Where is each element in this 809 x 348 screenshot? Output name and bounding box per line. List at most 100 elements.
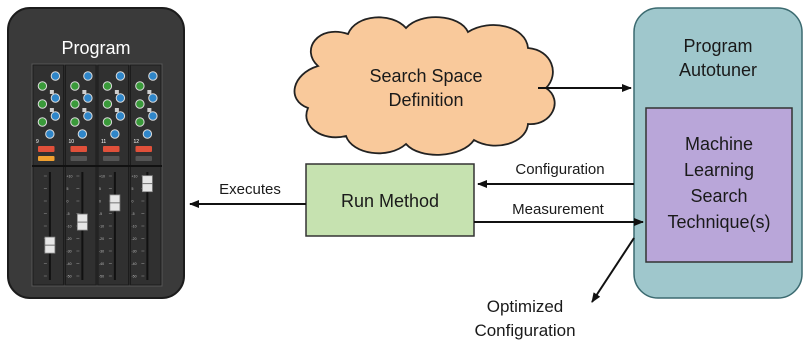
- mixer-scale-label: -40: [67, 262, 72, 266]
- mixer-switch: [82, 90, 87, 94]
- mixer-scale-label: -30: [132, 250, 137, 254]
- autotuner-line-2: Autotuner: [679, 60, 757, 80]
- ml-line-4: Technique(s): [667, 212, 770, 232]
- mixer-channel-number: 10: [69, 139, 75, 145]
- mixer-knob: [102, 99, 113, 109]
- mixer-scale-label: 5: [99, 187, 101, 191]
- mixer-scale-label: -30: [67, 250, 72, 254]
- optimized-line-2: Configuration: [474, 321, 575, 340]
- mixer-knob: [37, 117, 48, 127]
- mixer-switch: [49, 108, 54, 112]
- mixer-scale-label: -10: [132, 225, 137, 229]
- mixer-scale-label: +10: [99, 175, 105, 179]
- mixer-knob: [77, 129, 88, 139]
- mixer-mute-button: [103, 146, 120, 152]
- mixer-knob: [135, 99, 145, 109]
- mixer-channel-strip: [65, 64, 97, 286]
- measurement-label: Measurement: [512, 201, 605, 218]
- mixer-scale-label: 0: [99, 200, 101, 204]
- mixer-switch: [147, 90, 152, 94]
- autotuner-line-1: Program: [683, 36, 752, 56]
- mixer-knob: [115, 71, 126, 81]
- mixer-knob: [142, 129, 153, 139]
- mixer-scale-label: -50: [67, 275, 72, 279]
- mixer-mute-button: [135, 146, 152, 152]
- mixer-scale-label: -5: [99, 212, 102, 216]
- mixer-knob: [83, 93, 93, 103]
- mixer-knob: [45, 129, 55, 139]
- executes-label: Executes: [219, 181, 281, 198]
- mixer-knob: [115, 93, 126, 103]
- configuration-label: Configuration: [515, 161, 604, 178]
- mixer-scale-label: -10: [99, 225, 104, 229]
- ml-line-2: Learning: [684, 160, 754, 180]
- mixer-solo-button: [103, 156, 120, 161]
- run-method-label: Run Method: [341, 191, 439, 211]
- program-title: Program: [61, 38, 130, 58]
- mixer-knob: [50, 111, 61, 121]
- mixer-switch: [82, 108, 87, 112]
- mixer-knob: [37, 81, 48, 91]
- mixer-knob: [102, 81, 113, 91]
- run-method: Run Method: [305, 163, 475, 237]
- mixer-channel-number: 11: [101, 139, 106, 145]
- mixer-switch: [114, 108, 119, 112]
- mixer-channel-strip: [97, 64, 129, 286]
- mixer-scale-label: -20: [132, 237, 137, 241]
- mixer-knob: [148, 71, 158, 81]
- mixer-scale-label: -10: [67, 225, 72, 229]
- mixer-scale-label: -5: [67, 212, 70, 216]
- mixer-scale-label: -30: [99, 250, 104, 254]
- mixer-knob: [115, 111, 126, 121]
- mixer-scale-label: -20: [99, 237, 104, 241]
- run-method-box: [305, 163, 475, 237]
- mixer-switch: [147, 108, 152, 112]
- mixer-knob: [37, 99, 48, 109]
- mixer-knob: [83, 111, 93, 121]
- mixer-solo-button: [70, 156, 87, 161]
- search-space-cloud: Search Space Definition: [293, 16, 556, 156]
- mixer-scale-label: 0: [67, 200, 69, 204]
- optimized-arrow: [591, 237, 635, 303]
- mixer-knob: [50, 71, 61, 81]
- mixer-knob: [70, 99, 80, 109]
- mixer-mute-button: [38, 146, 55, 152]
- mixer-scale-label: -5: [132, 212, 135, 216]
- mixer-solo-button: [135, 156, 152, 161]
- mixer-solo-button: [38, 156, 55, 161]
- mixer-knob: [110, 129, 120, 139]
- mixer-knob: [148, 93, 158, 103]
- mixer-mute-button: [70, 146, 87, 152]
- mixer-scale-label: +10: [67, 175, 73, 179]
- mixer-scale-label: 0: [132, 200, 134, 204]
- mixer-knob: [102, 117, 113, 127]
- optimized-line-1: Optimized: [487, 297, 564, 316]
- mixer-scale-label: -40: [132, 262, 137, 266]
- mixer-scale-label: 5: [67, 187, 69, 191]
- ml-technique-box: [645, 107, 793, 263]
- mixer-scale-label: +10: [132, 175, 138, 179]
- cloud-shape: [293, 16, 556, 156]
- mixer-scale-label: -40: [99, 262, 104, 266]
- autotuner-panel: Program Autotuner Machine Learning Searc…: [633, 7, 803, 299]
- mixer-knob: [83, 71, 93, 81]
- mixer-knob: [135, 81, 145, 91]
- mixer-switch: [49, 90, 54, 94]
- mixer-scale-label: -50: [99, 275, 104, 279]
- mixer-scale-label: 5: [132, 187, 134, 191]
- mixer-scale-label: -20: [67, 237, 72, 241]
- mixer-channel-strip: [130, 64, 162, 286]
- mixer-knob: [70, 117, 80, 127]
- mixer-channel-number: 9: [36, 139, 39, 145]
- mixer-knob: [148, 111, 158, 121]
- cloud-line-1: Search Space: [369, 66, 482, 86]
- mixer-knob: [135, 117, 145, 127]
- ml-line-1: Machine: [685, 134, 753, 154]
- mixer-scale-label: -50: [132, 275, 137, 279]
- ml-line-3: Search: [690, 186, 747, 206]
- mixer-channel-number: 12: [134, 139, 140, 145]
- cloud-line-2: Definition: [388, 90, 463, 110]
